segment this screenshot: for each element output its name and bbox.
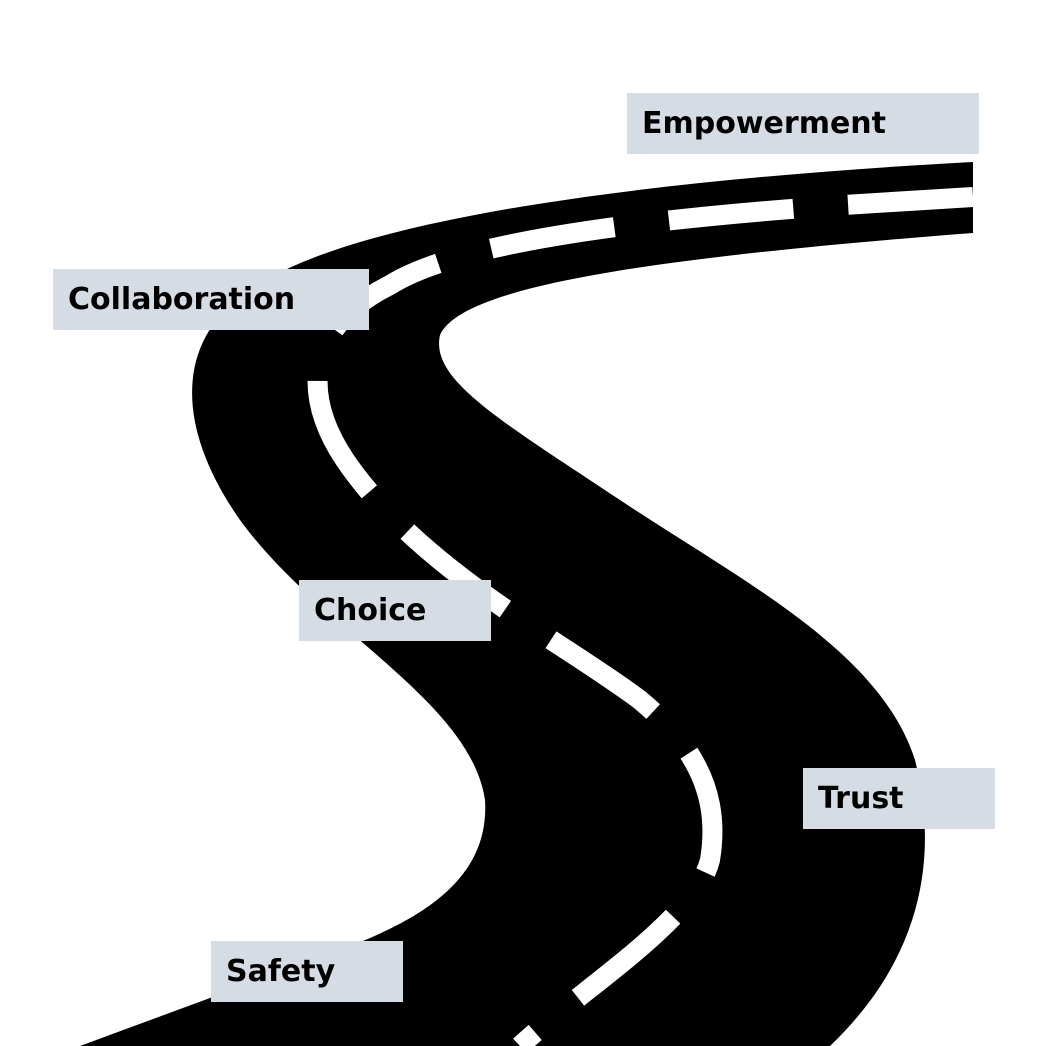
road-surface: [80, 162, 973, 1046]
stage-label-safety: Safety: [211, 941, 403, 1002]
stage-label-choice: Choice: [299, 580, 491, 641]
stage-label-trust: Trust: [803, 768, 995, 829]
stage-label-collaboration: Collaboration: [53, 269, 369, 330]
stage-label-empowerment: Empowerment: [627, 93, 979, 154]
lane-divider: [307, 187, 974, 1046]
